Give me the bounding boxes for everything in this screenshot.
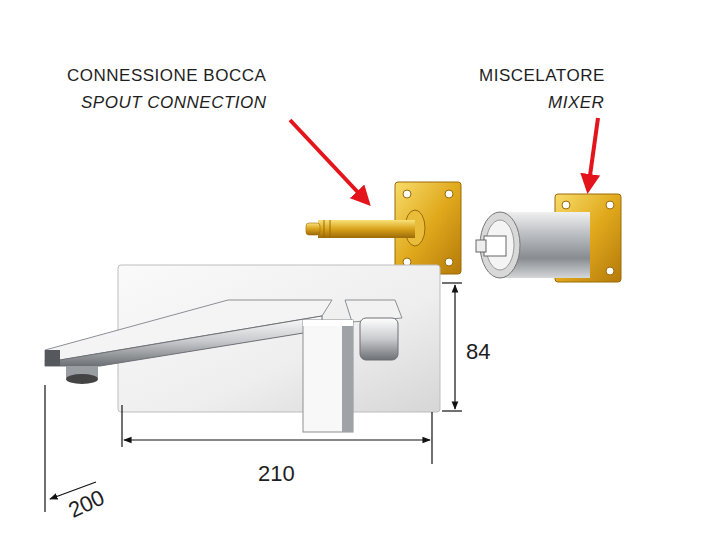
part-label: MISCELATORE	[479, 67, 605, 86]
mixer-handle	[303, 300, 402, 432]
mixer-part	[476, 194, 621, 282]
dimension-value: 210	[258, 462, 295, 486]
part-label: CONNESSIONE BOCCA	[67, 67, 266, 86]
part-label: MIXER	[548, 94, 604, 113]
leader-arrow	[588, 118, 598, 190]
dimension-height	[442, 283, 462, 411]
spout-connection-part	[306, 182, 461, 274]
spout	[45, 300, 332, 384]
leader-arrow	[290, 120, 368, 203]
dimension-width	[122, 405, 432, 464]
dimension-value: 84	[466, 340, 490, 364]
part-label: SPOUT CONNECTION	[81, 94, 267, 113]
